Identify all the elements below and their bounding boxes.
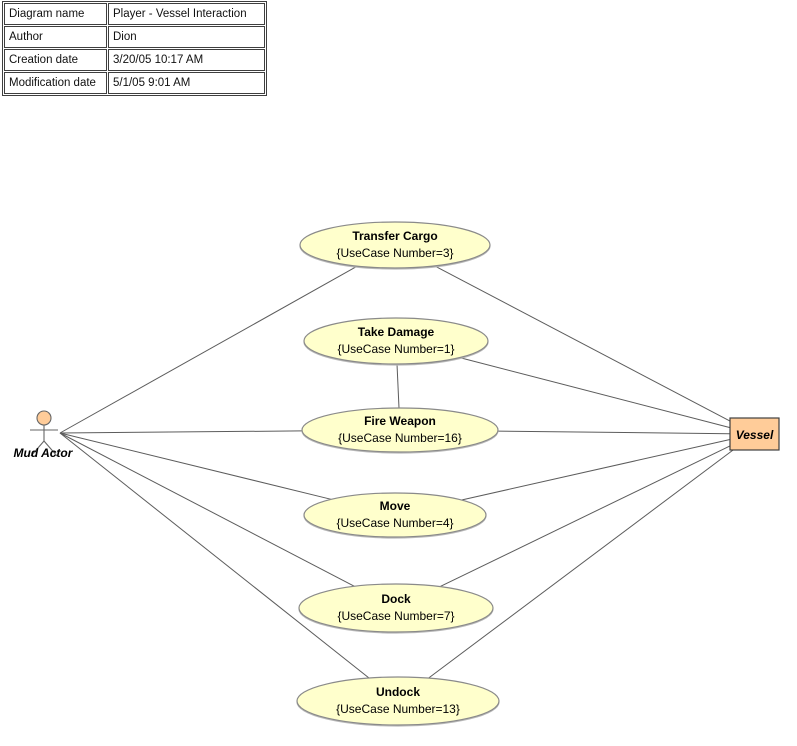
use-case-move[interactable]: Move {UseCase Number=4} — [303, 492, 487, 538]
association-actor-move[interactable] — [59, 432, 332, 500]
use-case-transfer_cargo[interactable]: Transfer Cargo {UseCase Number=3} — [299, 221, 491, 269]
association-actor-undock[interactable] — [59, 432, 370, 679]
use-case-ellipse[interactable] — [303, 317, 489, 365]
use-case-tag: {UseCase Number=16} — [338, 431, 462, 445]
system-label: Vessel — [736, 428, 774, 442]
association-undock-vessel[interactable] — [428, 449, 734, 679]
info-value: 3/20/05 10:17 AM — [108, 49, 265, 71]
use-case-dock[interactable]: Dock {UseCase Number=7} — [298, 583, 494, 633]
use-case-tag: {UseCase Number=13} — [336, 702, 460, 716]
actor-figure-line — [30, 440, 45, 457]
use-case-tag: {UseCase Number=3} — [336, 246, 453, 260]
use-case-name: Dock — [381, 592, 411, 606]
nodes-layer: Transfer Cargo {UseCase Number=3} Take Dam… — [14, 221, 780, 726]
association-dock-vessel[interactable] — [439, 445, 731, 588]
use-case-ellipse[interactable] — [298, 583, 494, 633]
actor-head-icon — [36, 410, 52, 426]
use-case-name: Take Damage — [358, 325, 435, 339]
actor-figure-line — [43, 440, 58, 457]
use-case-name: Transfer Cargo — [352, 229, 437, 243]
use-case-fire_weapon[interactable]: Fire Weapon {UseCase Number=16} — [301, 407, 499, 453]
use-case-undock[interactable]: Undock {UseCase Number=13} — [296, 676, 500, 726]
use-case-name: Fire Weapon — [364, 414, 436, 428]
use-case-tag: {UseCase Number=4} — [336, 516, 453, 530]
actor-mud-actor[interactable]: Mud Actor — [14, 410, 74, 460]
info-value: Player - Vessel Interaction — [108, 3, 265, 25]
use-case-tag: {UseCase Number=1} — [337, 342, 454, 356]
info-value: Dion — [108, 26, 265, 48]
info-label: Diagram name — [4, 3, 107, 25]
use-case-ellipse[interactable] — [303, 492, 487, 538]
association-fire_weapon-vessel[interactable] — [497, 430, 731, 435]
use-case-name: Undock — [376, 685, 420, 699]
info-label: Modification date — [4, 72, 107, 94]
actor-label: Mud Actor — [14, 446, 74, 460]
association-actor-dock[interactable] — [59, 432, 355, 587]
system-box[interactable] — [729, 417, 780, 451]
association-actor-transfer_cargo[interactable] — [59, 265, 358, 434]
use-case-ellipse[interactable] — [299, 221, 491, 269]
association-move-vessel[interactable] — [461, 439, 731, 501]
system-vessel[interactable]: Vessel — [729, 417, 780, 451]
use-case-name: Move — [380, 499, 411, 513]
association-actor-fire_weapon[interactable] — [59, 430, 303, 434]
associations-layer — [59, 265, 734, 679]
use-case-tag: {UseCase Number=7} — [337, 609, 454, 623]
info-label: Author — [4, 26, 107, 48]
association-take_damage-fire_weapon[interactable] — [396, 363, 400, 409]
use-case-ellipse[interactable] — [301, 407, 499, 453]
use-case-ellipse[interactable] — [296, 676, 500, 726]
info-value: 5/1/05 9:01 AM — [108, 72, 265, 94]
use-case-take_damage[interactable]: Take Damage {UseCase Number=1} — [303, 317, 489, 365]
association-take_damage-vessel[interactable] — [459, 357, 731, 429]
association-transfer_cargo-vessel[interactable] — [434, 265, 731, 422]
info-label: Creation date — [4, 49, 107, 71]
